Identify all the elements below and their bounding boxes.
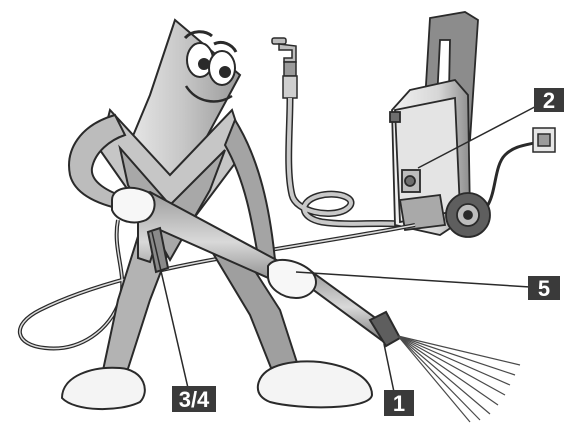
callout-text-1: 1 (393, 391, 405, 416)
callout-text-2: 2 (543, 88, 555, 113)
right-foot (258, 361, 372, 407)
callout-text-3-4: 3/4 (179, 387, 210, 412)
right-hand (268, 260, 316, 298)
callout-label-5: 5 (528, 276, 560, 301)
callout-label-1: 1 (384, 390, 414, 416)
callout-text-5: 5 (538, 276, 550, 301)
callout-label-2: 2 (534, 88, 564, 113)
callout-label-3-4: 3/4 (172, 386, 216, 412)
pressure-washer-unit (390, 12, 490, 237)
water-spray (398, 336, 520, 422)
left-hand (112, 188, 155, 223)
left-foot (62, 368, 145, 409)
water-tap (272, 38, 297, 98)
leader-line-1 (384, 344, 394, 392)
wall-socket (533, 128, 555, 152)
